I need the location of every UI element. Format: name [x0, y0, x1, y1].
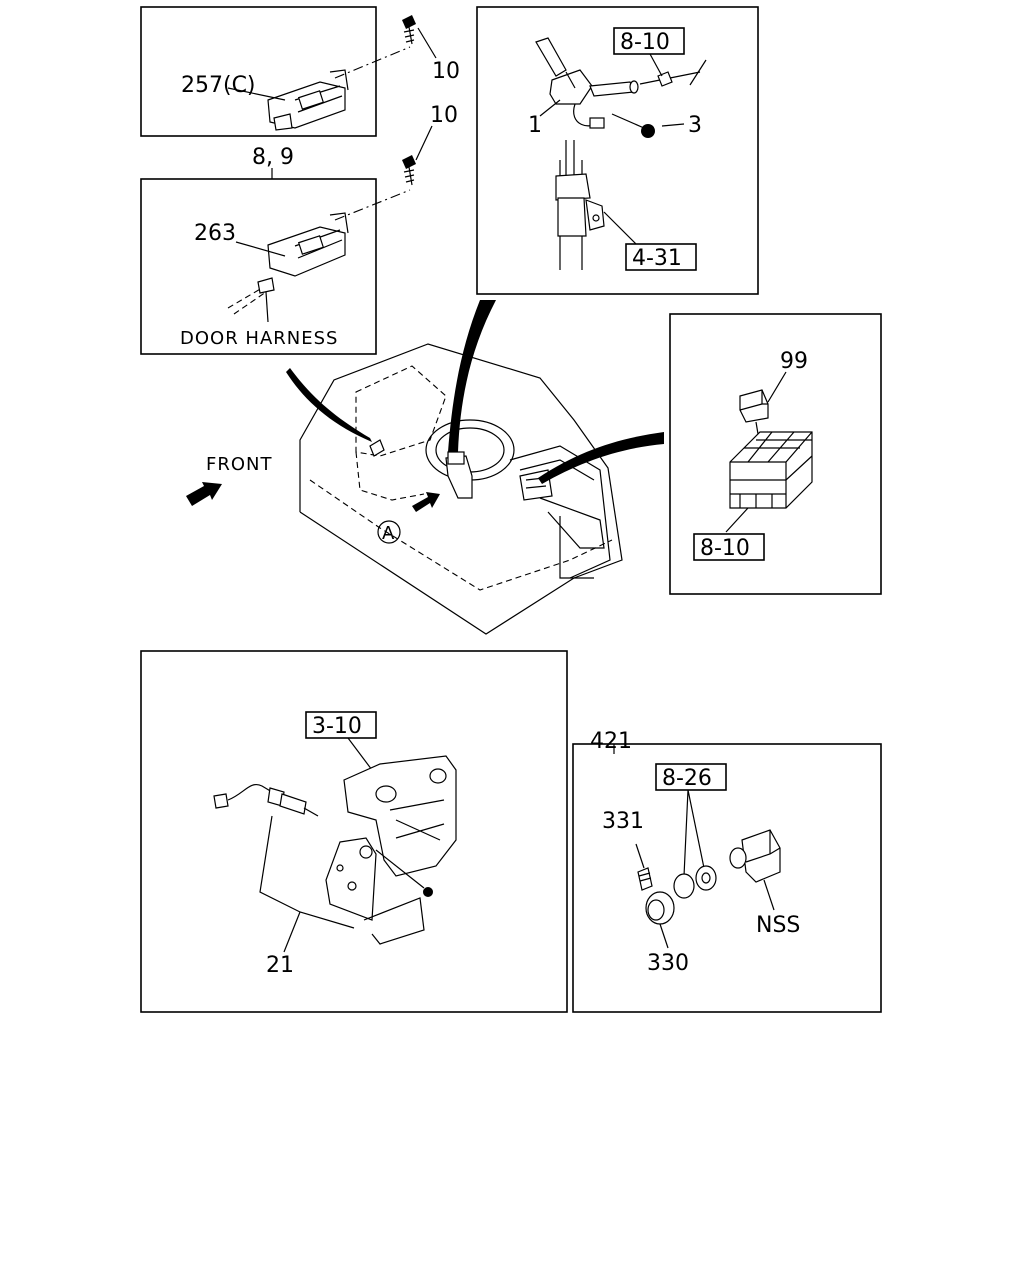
pointer-combination-switch [448, 300, 496, 452]
screw-10-a-drawing [402, 15, 416, 45]
leader-330 [659, 923, 669, 949]
door-dash [355, 451, 425, 501]
label-part-330: 330 [647, 951, 689, 976]
leader-8-26 [683, 789, 705, 877]
leader-screw-b [334, 189, 411, 221]
label-ref-8-9: 8, 9 [252, 145, 294, 170]
label-combo-switch-1: 1 [528, 113, 542, 138]
label-ref-4-31: 4-31 [632, 246, 682, 271]
panel-door-switch: 8, 9 10 263 DOOR HARNESS [140, 103, 458, 355]
combination-switch-drawing [535, 37, 707, 129]
label-door-harness: DOOR HARNESS [180, 328, 338, 349]
label-part-331: 331 [602, 809, 644, 834]
cabin-overview: A [299, 343, 623, 635]
relay-99-drawing [739, 389, 769, 435]
panel-door-switch-c: 257(C) 10 [140, 6, 460, 137]
label-ref-8-10-right: 8-10 [700, 536, 750, 561]
relay-box-drawing [729, 431, 813, 509]
nss-parts-drawing [637, 829, 781, 925]
pointer-door-switch [286, 368, 372, 442]
label-ref-421: 421 [590, 729, 632, 754]
label-ref-8-10-top: 8-10 [620, 30, 670, 55]
cabin-combo-switch [447, 451, 465, 465]
leader-nss [763, 879, 775, 911]
leader-4-31 [603, 211, 637, 245]
label-view-a: A [382, 523, 395, 544]
panel-combination-switch: 3 1 8-10 4-31 [476, 6, 759, 295]
label-screw-3: 3 [688, 113, 702, 138]
leader-8-10-top [649, 53, 663, 77]
label-ref-3-10: 3-10 [312, 714, 362, 739]
leader-1 [539, 99, 561, 117]
leader-3-10 [347, 737, 373, 771]
screw-10-b-drawing [402, 155, 416, 186]
panel-nss: 421 8-26 331 330 NSS [572, 729, 882, 1013]
leader-263 [235, 241, 286, 257]
leader-10-b [415, 125, 433, 161]
leader-screw-a [334, 46, 411, 79]
label-nss: NSS [756, 913, 800, 938]
label-ref-8-26: 8-26 [662, 766, 712, 791]
leader-257c [227, 87, 286, 101]
view-a-arrow-icon [412, 492, 440, 512]
pointer-arrows [286, 300, 664, 484]
door-switch-c-drawing [267, 69, 349, 131]
cabin-outline [299, 343, 623, 635]
cabin-column [445, 455, 473, 499]
front-indicator: FRONT [186, 454, 440, 512]
panel-relay: 99 8-10 [669, 313, 882, 595]
label-257c: 257(C) [181, 73, 256, 98]
pedal-bracket-drawing [325, 755, 457, 945]
label-front: FRONT [206, 454, 273, 475]
label-screw-10-a: 10 [432, 59, 460, 84]
harness-dashes [227, 287, 267, 315]
label-switch-21: 21 [266, 953, 294, 978]
front-arrow-icon [186, 482, 222, 506]
screw-3-drawing [611, 113, 655, 138]
leader-331 [635, 843, 645, 869]
view-a-circle [377, 520, 401, 544]
brake-switch-21-drawing [213, 784, 319, 817]
panel-brake-switch: 3-10 21 [140, 650, 568, 1013]
door-window-dash [355, 365, 447, 457]
label-263: 263 [194, 221, 236, 246]
leader-99 [767, 371, 787, 403]
leader-10-a [417, 27, 437, 59]
leader-21 [283, 911, 301, 953]
door-switch-drawing [257, 212, 349, 294]
leader-21-bracket [259, 815, 355, 929]
leader-8-10-right [725, 507, 749, 533]
cabin-door-switch [369, 439, 385, 457]
label-relay-99: 99 [780, 349, 808, 374]
leader-door-harness [265, 291, 269, 323]
pointer-relay-box [538, 432, 664, 484]
label-screw-10-b: 10 [430, 103, 458, 128]
cabin-dash-lower [309, 479, 613, 591]
leader-3 [661, 123, 685, 127]
steering-column-drawing [555, 140, 605, 270]
